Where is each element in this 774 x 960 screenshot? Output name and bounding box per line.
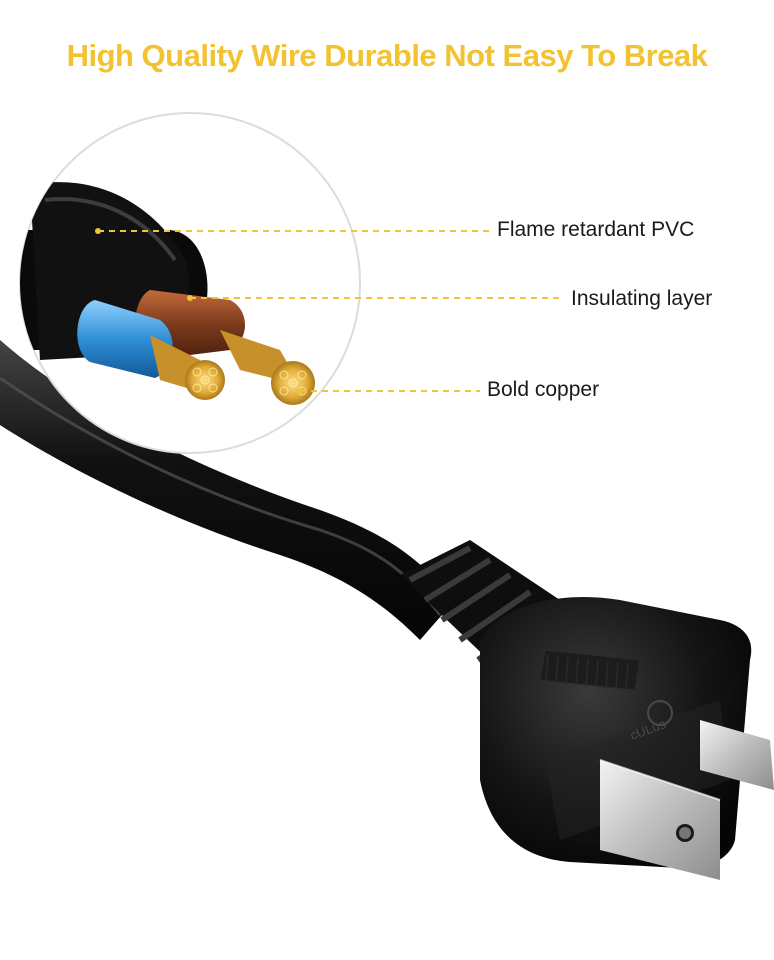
leader-dot-insulation [187,295,193,301]
headline: High Quality Wire Durable Not Easy To Br… [66,38,708,73]
callout-flame-retardant-pvc: Flame retardant PVC [497,218,695,241]
leader-dot-pvc [95,228,101,234]
leader-dot-copper [297,388,303,394]
callout-bold-copper: Bold copper [487,378,600,401]
leader-lines [98,230,564,392]
copper-strands [150,330,315,405]
callout-insulating-layer: Insulating layer [571,287,713,310]
magnified-cross-section [19,112,361,454]
plug-prongs [599,720,774,880]
